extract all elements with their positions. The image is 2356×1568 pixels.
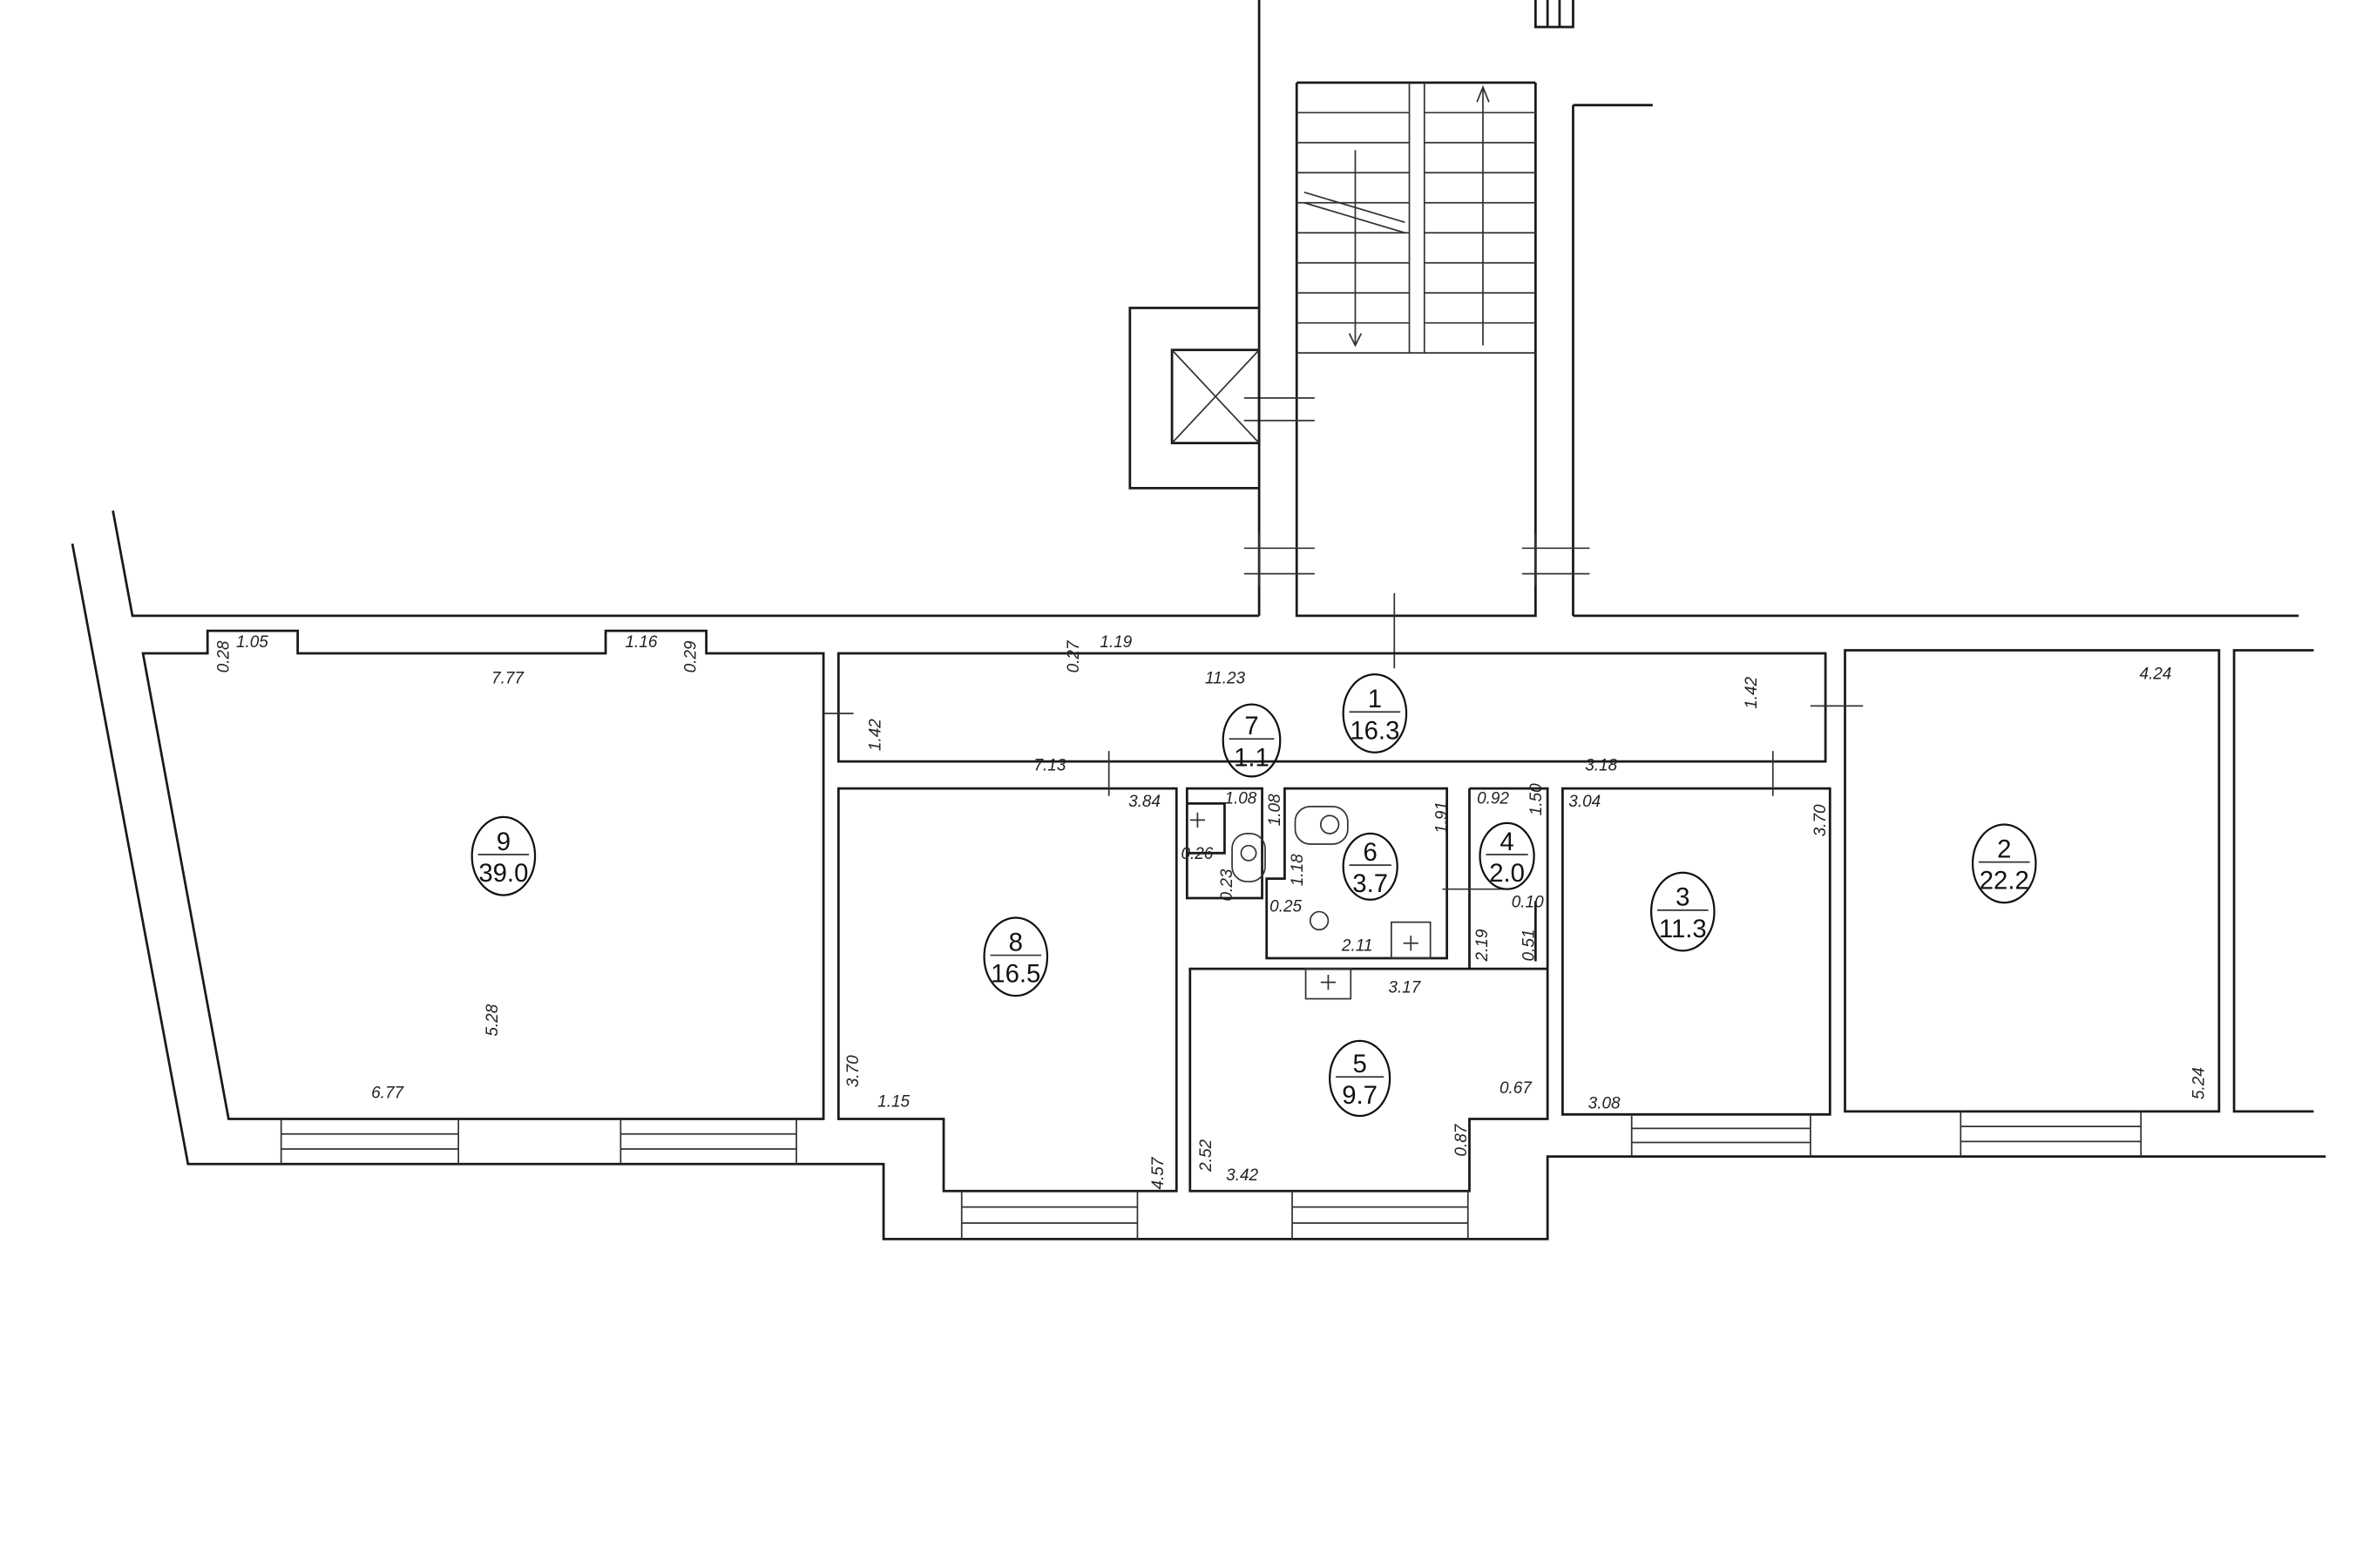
dimension: 1.42 [1743,676,1761,708]
room-area: 22.2 [1980,867,2029,896]
dimension: 1.50 [1527,783,1546,815]
dimension: 0.92 [1477,789,1509,808]
dimension: 6.77 [371,1084,404,1102]
dimension: 0.67 [1500,1079,1533,1098]
window [960,1191,1139,1240]
room-area: 11.3 [1659,915,1707,943]
dimension: 0.51 [1520,929,1539,962]
room-area: 1.1 [1234,743,1269,772]
dimension: 5.28 [484,1004,502,1036]
dimension: 3.04 [1568,793,1601,811]
dimension: 1.42 [867,719,885,751]
dimension: 5.24 [2190,1067,2209,1099]
room-number: 1 [1368,685,1382,713]
dimension: 3.08 [1588,1094,1621,1112]
window [619,1119,797,1165]
room-7-label: 71.1 [1222,703,1282,778]
dimension: 0.23 [1218,868,1236,901]
room-area: 2.0 [1489,859,1525,888]
dimension: 1.16 [626,633,658,652]
dimension: 0.27 [1065,639,1083,672]
dimension: 1.08 [1224,789,1256,808]
window [1960,1111,2143,1157]
room-4-label: 42.0 [1479,821,1535,890]
windows [280,1111,2143,1240]
dimension: 3.84 [1128,793,1161,811]
dimension: 2.11 [1341,936,1372,955]
room-number: 9 [497,828,511,856]
room-number: 2 [1997,835,2011,863]
room-number: 5 [1352,1050,1366,1078]
dimension: 1.18 [1289,854,1307,886]
room-9-label: 939.0 [471,815,537,896]
dimension: 3.17 [1388,979,1421,997]
room-area: 9.7 [1342,1081,1378,1110]
dimension: 2.19 [1473,929,1492,962]
dimension: 3.18 [1585,756,1617,774]
room-1-label: 116.3 [1342,673,1408,754]
room-3-label: 311.3 [1649,871,1716,952]
dimension: 7.77 [491,669,525,687]
dimension: 1.19 [1100,633,1132,652]
room-number: 6 [1364,838,1378,867]
room-5-label: 59.7 [1329,1039,1391,1118]
room-area: 16.5 [991,960,1040,989]
dimension: 1.05 [236,633,268,652]
dimension: 3.42 [1226,1166,1258,1185]
dimension: 11.23 [1205,669,1245,687]
room-number: 3 [1676,883,1689,912]
dimension: 0.87 [1452,1123,1471,1156]
dimension: 0.29 [682,640,701,672]
room-6-label: 63.7 [1342,832,1398,901]
dimension: 0.26 [1181,845,1213,863]
dimension-labels: 0.28 1.05 7.77 1.16 0.29 1.42 0.27 1.19 … [214,633,2208,1189]
dimension: 2.52 [1197,1139,1215,1172]
window [1291,1191,1469,1240]
dimension: 1.15 [877,1093,910,1112]
window [280,1119,459,1165]
dimension: 1.08 [1266,794,1284,826]
room-8-label: 816.5 [983,916,1049,997]
dimension: 3.70 [1811,804,1830,836]
room-number: 8 [1009,928,1023,956]
dimension: 4.57 [1149,1156,1168,1189]
stairwell [1243,0,1653,669]
dimension: 0.25 [1269,898,1302,916]
dimension: 4.24 [2139,665,2171,683]
dimension: 0.28 [214,640,233,672]
bathroom-fixtures [1189,806,1432,1000]
room-area: 3.7 [1352,869,1388,898]
room-number: 7 [1244,712,1258,740]
room-2-label: 222.2 [1971,823,2037,904]
dimension: 1.91 [1433,801,1452,834]
outer-walls [71,510,2326,1240]
dimension: 7.13 [1033,756,1066,774]
room-area: 39.0 [478,859,528,888]
window [1630,1114,1811,1157]
room-number: 4 [1500,828,1513,856]
room-walls [141,629,2314,1193]
dimension: 0.10 [1512,893,1544,911]
room-labels: 939.0 816.5 71.1 116.3 63.7 42.0 311.3 2… [471,673,2037,1118]
elevator-shaft [1128,307,1261,490]
room-area: 16.3 [1350,716,1399,745]
dimension: 3.70 [844,1055,863,1087]
